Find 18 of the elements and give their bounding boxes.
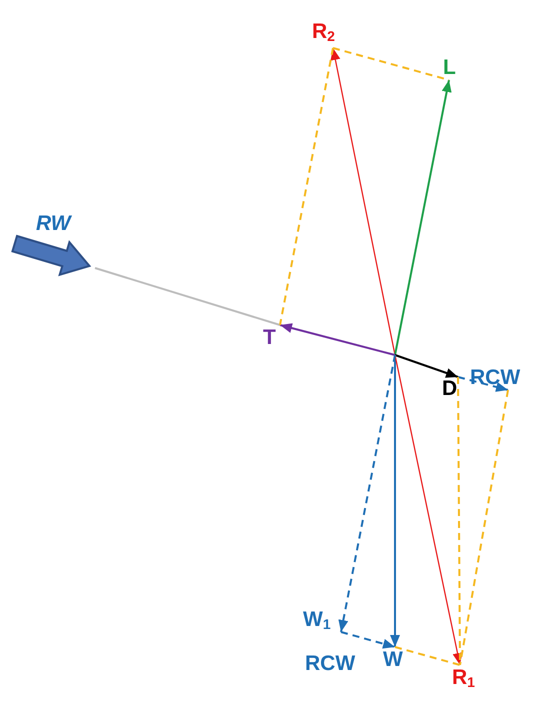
vector-label: D [442,377,458,401]
arrow [330,48,396,356]
dashed-arrow [338,354,396,632]
arrow [394,354,462,666]
force-label: RW [36,212,71,236]
line [94,267,280,326]
dashed-arrow [340,631,396,649]
vector-label: L [443,56,456,80]
arrow [280,323,396,356]
vector-label: R$_{2}$ [312,20,335,48]
vector-label: RCW [470,366,520,390]
vector-label: W$_{1}$ [303,608,331,636]
vector-label: R$_{1}$ [452,666,475,694]
arrow [394,80,452,356]
arrow [394,354,458,378]
vector-label: W [383,648,403,672]
vector-label: T [263,326,276,350]
dashed-arrow [458,376,508,392]
